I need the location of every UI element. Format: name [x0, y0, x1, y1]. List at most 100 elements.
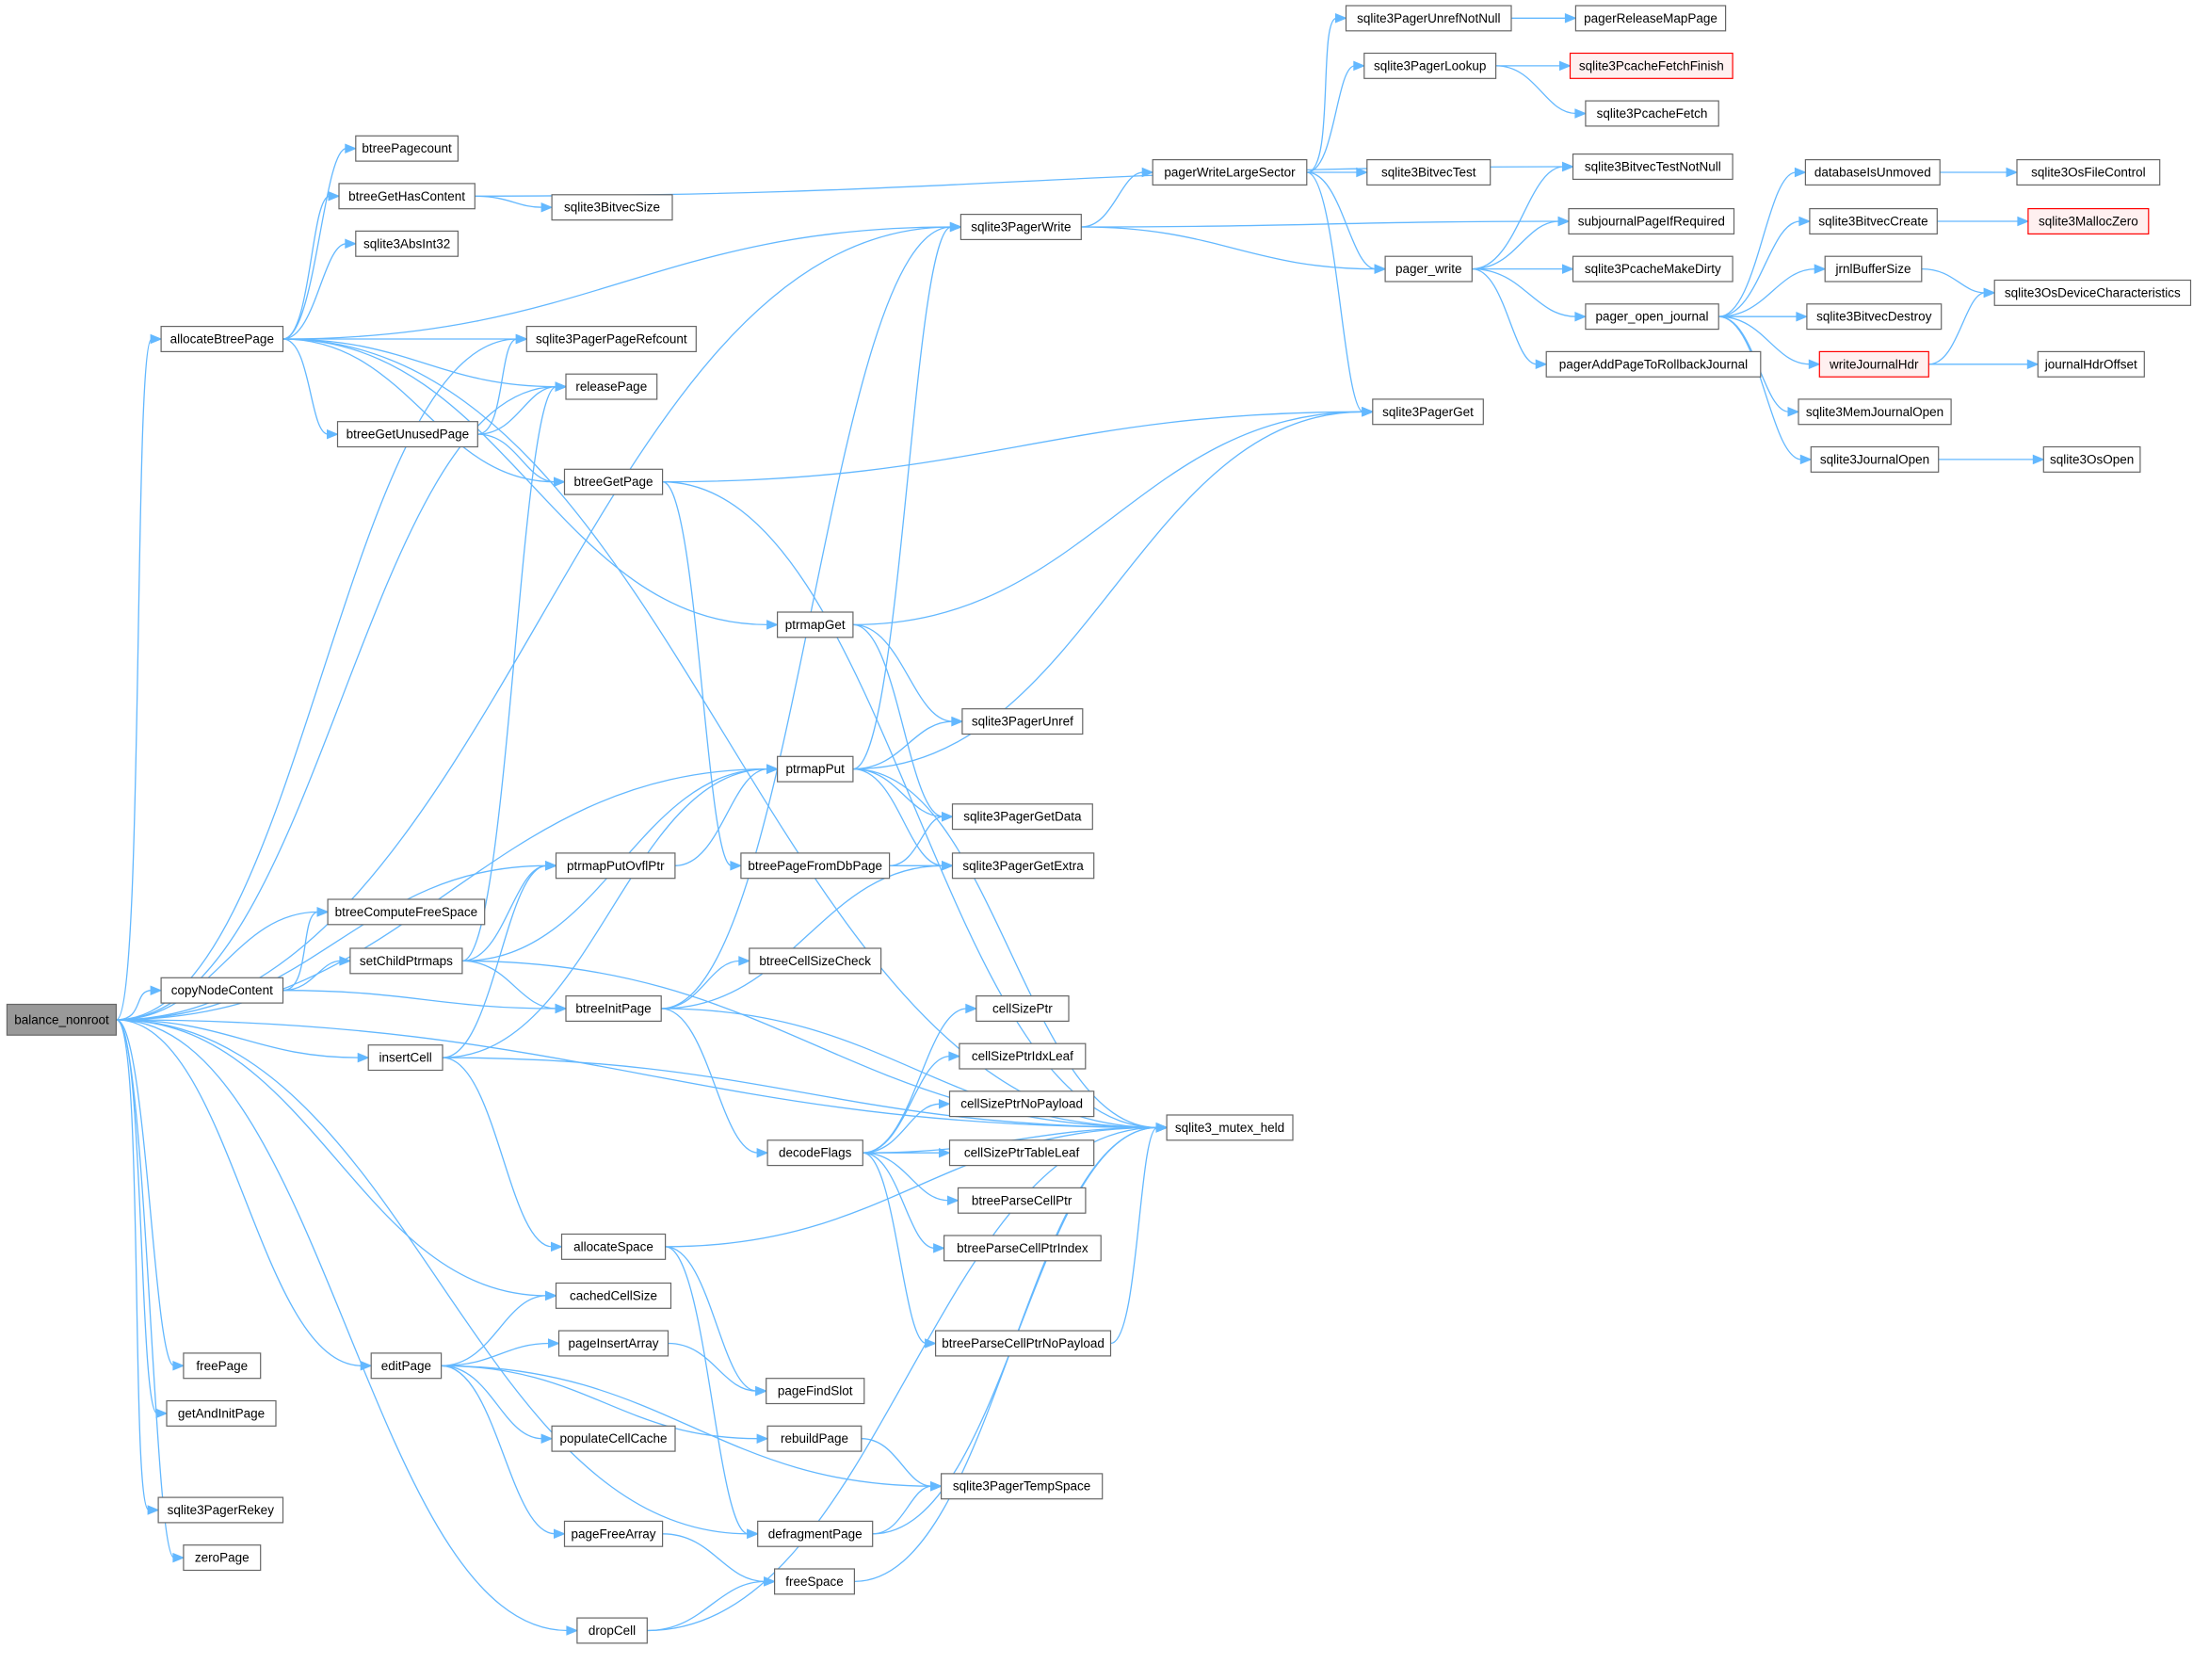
node-box	[576, 1617, 648, 1644]
node-btreeGetPage[interactable]: btreeGetPage	[563, 468, 664, 495]
node-sqlite3PagerUnrefNotNull[interactable]: sqlite3PagerUnrefNotNull	[1345, 5, 1512, 32]
node-sqlite3PagerTempSpace[interactable]: sqlite3PagerTempSpace	[940, 1473, 1104, 1500]
node-pagerAddPageToRollbackJournal[interactable]: pagerAddPageToRollbackJournal	[1545, 350, 1762, 378]
node-sqlite3PagerRekey[interactable]: sqlite3PagerRekey	[157, 1496, 284, 1524]
node-label: balance_nonroot	[14, 1012, 109, 1026]
node-sqlite3PagerGetExtra[interactable]: sqlite3PagerGetExtra	[951, 852, 1095, 880]
arrow-head-sqlite3PagerWrite	[949, 221, 962, 233]
node-allocateBtreePage[interactable]: allocateBtreePage	[160, 326, 284, 353]
node-releasePage[interactable]: releasePage	[565, 373, 658, 400]
node-dropCell[interactable]: dropCell	[576, 1617, 648, 1644]
node-btreeComputeFreeSpace[interactable]: btreeComputeFreeSpace	[327, 898, 486, 926]
node-sqlite3OsFileControl[interactable]: sqlite3OsFileControl	[2016, 159, 2161, 186]
node-cellSizePtrIdxLeaf[interactable]: cellSizePtrIdxLeaf	[959, 1042, 1087, 1070]
node-cachedCellSize[interactable]: cachedCellSize	[555, 1282, 672, 1309]
node-zeroPage[interactable]: zeroPage	[183, 1544, 262, 1572]
node-pageFreeArray[interactable]: pageFreeArray	[563, 1520, 664, 1547]
node-sqlite3BitvecCreate[interactable]: sqlite3BitvecCreate	[1809, 208, 1938, 235]
node-btreeGetUnusedPage[interactable]: btreeGetUnusedPage	[336, 421, 478, 448]
edge-editPage-to-pageFreeArray	[441, 1365, 556, 1535]
node-sqlite3OsOpen[interactable]: sqlite3OsOpen	[2042, 445, 2141, 473]
node-ptrmapPutOvflPtr[interactable]: ptrmapPutOvflPtr	[555, 852, 676, 880]
node-sqlite3BitvecTestNotNull[interactable]: sqlite3BitvecTestNotNull	[1572, 153, 1733, 181]
node-btreeGetHasContent[interactable]: btreeGetHasContent	[338, 183, 476, 210]
node-populateCellCache[interactable]: populateCellCache	[551, 1425, 676, 1452]
node-box	[940, 1473, 1104, 1500]
edge-pageFreeArray-to-freeSpace	[662, 1533, 766, 1583]
node-sqlite3BitvecTest[interactable]: sqlite3BitvecTest	[1366, 159, 1492, 186]
node-btreeParseCellPtr[interactable]: btreeParseCellPtr	[957, 1187, 1087, 1214]
node-box	[166, 1399, 277, 1427]
node-sqlite3PagerGetData[interactable]: sqlite3PagerGetData	[951, 803, 1093, 831]
node-ptrmapGet[interactable]: ptrmapGet	[776, 611, 854, 638]
node-decodeFlags[interactable]: decodeFlags	[766, 1139, 863, 1167]
node-sqlite3_mutex_held[interactable]: sqlite3_mutex_held	[1166, 1114, 1294, 1141]
edge-allocateSpace-to-pageFindSlot	[665, 1246, 757, 1392]
node-sqlite3BitvecSize[interactable]: sqlite3BitvecSize	[551, 194, 673, 221]
node-sqlite3OsDeviceCharacteristics[interactable]: sqlite3OsDeviceCharacteristics	[1993, 279, 2192, 306]
node-freeSpace[interactable]: freeSpace	[773, 1568, 855, 1595]
node-sqlite3PagerWrite[interactable]: sqlite3PagerWrite	[959, 214, 1082, 241]
edge-balance_nonroot-to-sqlite3PagerWrite	[116, 226, 952, 1021]
node-sqlite3JournalOpen[interactable]: sqlite3JournalOpen	[1810, 445, 1940, 473]
node-rebuildPage[interactable]: rebuildPage	[766, 1425, 863, 1452]
node-writeJournalHdr[interactable]: writeJournalHdr	[1818, 350, 1929, 378]
node-label: btreePageFromDbPage	[748, 859, 882, 873]
node-allocateSpace[interactable]: allocateSpace	[560, 1233, 667, 1260]
edge-pager_write-to-sqlite3BitvecTestNotNull	[1472, 166, 1564, 270]
node-editPage[interactable]: editPage	[370, 1352, 443, 1380]
node-sqlite3AbsInt32[interactable]: sqlite3AbsInt32	[355, 230, 459, 257]
node-label: jrnlBufferSize	[1834, 262, 1911, 276]
node-btreeParseCellPtrIndex[interactable]: btreeParseCellPtrIndex	[943, 1235, 1102, 1262]
node-sqlite3MemJournalOpen[interactable]: sqlite3MemJournalOpen	[1798, 398, 1952, 426]
node-sqlite3MallocZero[interactable]: sqlite3MallocZero	[2027, 208, 2150, 235]
node-pageFindSlot[interactable]: pageFindSlot	[766, 1378, 865, 1405]
node-box	[776, 611, 854, 638]
edge-ptrmapGet-to-sqlite3PagerUnref	[852, 623, 953, 722]
node-subjournalPageIfRequired[interactable]: subjournalPageIfRequired	[1568, 208, 1735, 235]
node-cellSizePtrTableLeaf[interactable]: cellSizePtrTableLeaf	[948, 1139, 1095, 1167]
node-label: sqlite3OsFileControl	[2031, 166, 2146, 180]
node-sqlite3PagerPageRefcount[interactable]: sqlite3PagerPageRefcount	[525, 326, 697, 353]
node-sqlite3PcacheFetch[interactable]: sqlite3PcacheFetch	[1585, 100, 1719, 127]
node-pager_open_journal[interactable]: pager_open_journal	[1585, 303, 1719, 331]
edge-allocateSpace-to-defragmentPage	[665, 1246, 749, 1535]
node-sqlite3PcacheFetchFinish[interactable]: sqlite3PcacheFetchFinish	[1569, 52, 1733, 79]
node-btreeCellSizeCheck[interactable]: btreeCellSizeCheck	[749, 947, 882, 975]
node-getAndInitPage[interactable]: getAndInitPage	[166, 1399, 277, 1427]
node-copyNodeContent[interactable]: copyNodeContent	[160, 977, 284, 1004]
node-label: pagerWriteLargeSector	[1164, 166, 1296, 180]
node-sqlite3PcacheMakeDirty[interactable]: sqlite3PcacheMakeDirty	[1572, 255, 1733, 283]
node-setChildPtrmaps[interactable]: setChildPtrmaps	[349, 947, 463, 975]
node-box	[525, 326, 697, 353]
arrow-head-btreeCellSizeCheck	[738, 956, 751, 966]
node-btreePageFromDbPage[interactable]: btreePageFromDbPage	[740, 852, 891, 880]
node-pager_write[interactable]: pager_write	[1384, 255, 1473, 283]
node-label: writeJournalHdr	[1829, 357, 1919, 371]
node-btreeParseCellPtrNoPayload[interactable]: btreeParseCellPtrNoPayload	[934, 1330, 1112, 1357]
node-balance_nonroot[interactable]: balance_nonroot	[6, 1003, 118, 1036]
arrow-head-cachedCellSize	[545, 1290, 557, 1301]
arrow-head-btreeInitPage	[555, 1003, 568, 1014]
node-insertCell[interactable]: insertCell	[367, 1044, 443, 1072]
node-btreePagecount[interactable]: btreePagecount	[355, 135, 459, 162]
node-freePage[interactable]: freePage	[183, 1352, 262, 1380]
node-ptrmapPut[interactable]: ptrmapPut	[776, 755, 854, 783]
node-btreeInitPage[interactable]: btreeInitPage	[565, 994, 662, 1022]
node-defragmentPage[interactable]: defragmentPage	[757, 1520, 874, 1547]
node-label: rebuildPage	[781, 1431, 848, 1446]
node-sqlite3PagerLookup[interactable]: sqlite3PagerLookup	[1363, 52, 1497, 79]
node-pageInsertArray[interactable]: pageInsertArray	[557, 1330, 669, 1357]
node-cellSizePtr[interactable]: cellSizePtr	[976, 994, 1070, 1022]
edge-rebuildPage-to-sqlite3PagerTempSpace	[861, 1438, 932, 1487]
node-databaseIsUnmoved[interactable]: databaseIsUnmoved	[1804, 159, 1941, 186]
node-pagerReleaseMapPage[interactable]: pagerReleaseMapPage	[1574, 5, 1727, 32]
node-label: sqlite3PagerGet	[1382, 405, 1474, 419]
node-sqlite3BitvecDestroy[interactable]: sqlite3BitvecDestroy	[1806, 303, 1943, 331]
node-pagerWriteLargeSector[interactable]: pagerWriteLargeSector	[1152, 159, 1308, 186]
node-journalHdrOffset[interactable]: journalHdrOffset	[2037, 350, 2145, 378]
node-sqlite3PagerUnref[interactable]: sqlite3PagerUnref	[961, 708, 1084, 735]
node-jrnlBufferSize[interactable]: jrnlBufferSize	[1824, 255, 1923, 283]
node-cellSizePtrNoPayload[interactable]: cellSizePtrNoPayload	[948, 1090, 1095, 1118]
node-sqlite3PagerGet[interactable]: sqlite3PagerGet	[1372, 398, 1484, 426]
